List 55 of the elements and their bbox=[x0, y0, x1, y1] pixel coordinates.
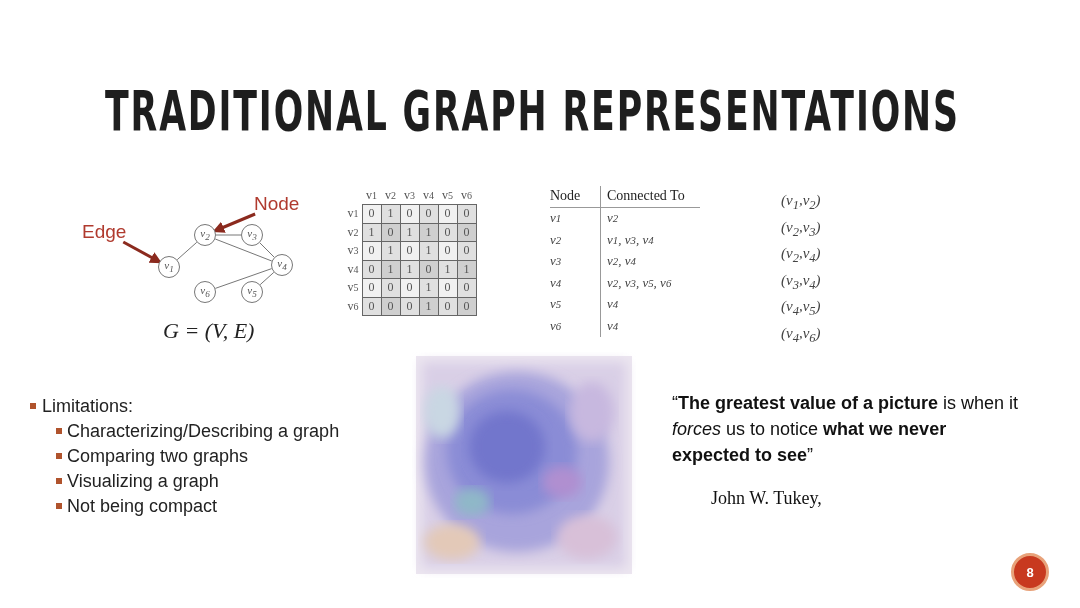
column-header: Node bbox=[550, 186, 600, 208]
matrix-cell: 1 bbox=[418, 241, 439, 261]
slide-title: TRADITIONAL GRAPH REPRESENTATIONS bbox=[105, 78, 960, 143]
edge-pair: (v$_{4}$,v$_{6}$) bbox=[781, 323, 821, 347]
matrix-cell: 1 bbox=[380, 204, 401, 224]
edge-pair: (v$_{2}$,v$_{4}$) bbox=[781, 244, 821, 268]
matrix-cell: 0 bbox=[437, 241, 458, 261]
matrix-cell: 0 bbox=[418, 204, 439, 224]
matrix-cell: 0 bbox=[361, 241, 382, 261]
callout-label: Edge bbox=[82, 222, 127, 242]
matrix-cell: 0 bbox=[399, 278, 420, 298]
graph-edge bbox=[214, 238, 273, 262]
edge-pair: (v$_{4}$,v$_{5}$) bbox=[781, 297, 821, 321]
edge-pair: (v$_{3}$,v$_{4}$) bbox=[781, 270, 821, 294]
graph-edge bbox=[215, 234, 242, 236]
graph-formula: G = (V, E) bbox=[163, 318, 255, 344]
edge-pair: (v$_{2}$,v$_{3}$) bbox=[781, 217, 821, 241]
edge-pair: (v$_{1}$,v$_{2}$) bbox=[781, 191, 821, 214]
matrix-cell: 1 bbox=[418, 278, 439, 298]
matrix-cell: 1 bbox=[361, 222, 382, 242]
matrix-cell: 0 bbox=[456, 241, 477, 261]
quote-author: John W. Tukey, bbox=[711, 488, 822, 509]
bullet-text: Not being compact bbox=[67, 496, 218, 516]
vertex-circle: v$_{5}$ bbox=[241, 281, 263, 303]
matrix-cell: 0 bbox=[437, 204, 458, 224]
vertex-circle: v$_{2}$ bbox=[194, 224, 216, 246]
vertex-circle: v$_{1}$ bbox=[158, 256, 180, 278]
quote-text: “The greatest value of a picture is when it forces us to notice what we never expected to see” bbox=[672, 392, 1020, 467]
vertex-circle: v$_{4}$ bbox=[271, 254, 293, 276]
page-number: 8 bbox=[1011, 553, 1049, 591]
graph-edge bbox=[176, 241, 198, 261]
bullet-text: Comparing two graphs bbox=[67, 446, 249, 466]
matrix-cell: 0 bbox=[361, 296, 382, 316]
bullet-text: Limitations: bbox=[42, 396, 134, 416]
matrix-cell: 1 bbox=[380, 241, 401, 261]
arrow bbox=[122, 240, 162, 264]
graph-edge bbox=[259, 271, 275, 286]
matrix-cell: 0 bbox=[361, 259, 382, 279]
arrow bbox=[212, 212, 256, 233]
matrix-cell: 0 bbox=[361, 278, 382, 298]
matrix-cell: 0 bbox=[437, 278, 458, 298]
matrix-cell: 0 bbox=[399, 241, 420, 261]
matrix-cell: 0 bbox=[456, 204, 477, 224]
graph-edge bbox=[259, 242, 275, 258]
matrix-cell: 0 bbox=[361, 204, 382, 224]
matrix-cell: 0 bbox=[380, 278, 401, 298]
matrix-cell: 0 bbox=[456, 278, 477, 298]
bullet-text: Visualizing a graph bbox=[67, 471, 219, 491]
vertex-circle: v$_{6}$ bbox=[194, 281, 216, 303]
graph-edge bbox=[214, 268, 273, 289]
matrix-cell: 0 bbox=[399, 204, 420, 224]
bullet-text: Characterizing/Describing a graph bbox=[67, 421, 340, 441]
column-header: Connected To bbox=[600, 186, 700, 208]
vertex-circle: v$_{3}$ bbox=[241, 224, 263, 246]
callout-label: Node bbox=[254, 194, 300, 214]
